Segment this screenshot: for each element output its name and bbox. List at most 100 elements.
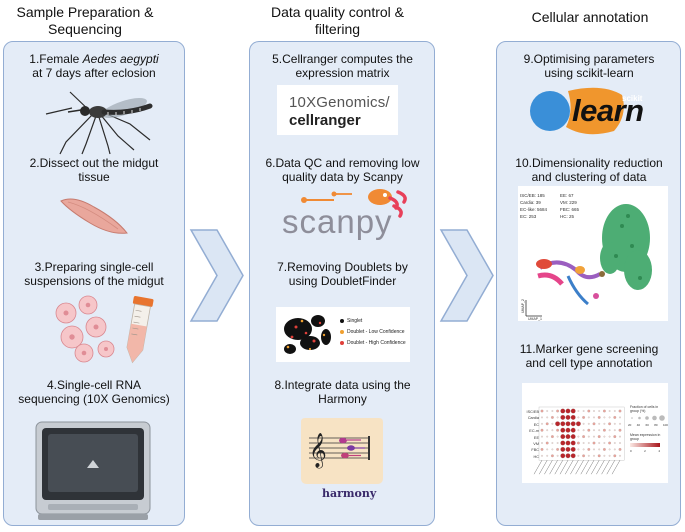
scikit-small-label: scikit — [622, 94, 643, 103]
color-legend-bar — [630, 443, 660, 447]
color-legend-ticks: 0 2 4 — [630, 449, 660, 453]
dotplot-dot — [570, 427, 576, 433]
step-2-text: 2.Dissect out the midgut tissue — [8, 156, 180, 184]
dotplot-dot — [593, 416, 595, 419]
dotplot-dot — [577, 429, 580, 432]
species-name: Aedes aegypti — [82, 52, 159, 66]
dotplot-dot — [608, 410, 611, 412]
dotplot-dot — [570, 415, 576, 420]
dotplot-dot — [597, 416, 601, 419]
dotplot-dot — [565, 440, 571, 446]
color-tick: 0 — [630, 449, 632, 453]
column-title-qc: Data quality control & filtering — [250, 4, 425, 38]
harmony-wordmark: harmony — [322, 487, 377, 500]
step-7-line1: 7.Removing Doublets by — [277, 260, 408, 274]
dotplot-dot — [541, 454, 543, 457]
dotplot-dot — [613, 422, 616, 425]
dotplot-dot — [541, 416, 543, 419]
doublet-legend-low: Doublet - Low Confidence — [347, 329, 405, 335]
dotplot-dot — [577, 410, 580, 412]
scikit-learn-logo-icon — [530, 87, 624, 135]
column-title-sample-prep: Sample Preparation & Sequencing — [0, 4, 170, 38]
dotplot-dot — [582, 454, 585, 458]
dotplot-dot — [560, 453, 566, 459]
doublet-legend-singlet: Singlet — [347, 318, 363, 324]
dotplot-dot — [556, 447, 559, 451]
step-4-line1: 4.Single-cell RNA — [46, 378, 142, 392]
cellranger-logo: 10XGenomics/ cellranger — [277, 85, 398, 135]
column-title-line2: filtering — [314, 21, 361, 37]
dotplot-dot — [565, 453, 571, 459]
dotplot-dot — [587, 428, 591, 432]
midgut-tissue-icon — [60, 198, 128, 234]
dotplot-dot — [602, 447, 606, 451]
scanpy-logo-icon — [301, 189, 407, 218]
dotplot-dot — [598, 410, 601, 412]
dotplot-dot — [540, 428, 544, 432]
dotplot-dot — [619, 416, 621, 419]
dotplot-dot — [545, 441, 549, 445]
umap-legend-item: EC: 253 — [520, 214, 537, 219]
dotplot-dot — [556, 454, 559, 457]
step-5-text: 5.Cellranger computes the expression mat… — [255, 52, 430, 80]
dotplot-dot — [556, 435, 559, 438]
dotplot-dot — [598, 448, 601, 451]
dotplot-dot — [570, 408, 576, 414]
dotplot-dot — [593, 410, 595, 412]
dotplot-dot — [602, 409, 606, 413]
dotplot-dot — [593, 454, 595, 457]
dotplot-dot — [541, 422, 543, 425]
dotplot-row-label: VM — [533, 442, 539, 447]
dotplot-dot — [613, 410, 616, 412]
dotplot-dot — [587, 447, 591, 451]
dotplot-gene-label-mark — [580, 460, 590, 475]
dotplot-dot — [619, 454, 621, 457]
dotplot-dot — [597, 435, 601, 438]
dotplot-dot — [551, 454, 554, 458]
step-6-text: 6.Data QC and removing low quality data … — [255, 156, 430, 184]
dotplot-dot — [546, 416, 549, 419]
size-tick: 40 — [636, 423, 641, 427]
cell-suspension-icon — [55, 295, 154, 364]
step-9-line1: 9.Optimising parameters — [523, 52, 655, 66]
dotplot-dot — [608, 422, 611, 426]
step-7-text: 7.Removing Doublets by using DoubletFind… — [255, 260, 430, 288]
dotplot-dot — [593, 429, 595, 432]
step-3-line1: 3.Preparing single-cell — [34, 260, 154, 274]
dotplot-dot — [582, 416, 585, 419]
size-tick: 80 — [654, 423, 658, 427]
dotplot-row-label: Cardia — [527, 416, 539, 421]
dotplot-row-label: ISC/EB — [526, 410, 539, 414]
dotplot-dot — [546, 448, 549, 451]
dotplot-dot — [582, 429, 585, 432]
dotplot-dot — [560, 440, 566, 446]
dotplot-dot — [551, 448, 554, 451]
color-legend-title: Mean expression in group — [630, 433, 661, 441]
dotplot-gene-label-mark — [601, 460, 610, 475]
dotplot-gene-label-mark — [590, 460, 600, 475]
cellranger-logo-line1: 10XGenomics/ — [289, 94, 390, 111]
dotplot-dot — [603, 416, 606, 419]
dotplot-dot — [546, 429, 549, 432]
dotplot-gene-label-mark — [611, 460, 621, 475]
dotplot-dot — [576, 421, 581, 427]
dotplot-frame — [538, 406, 625, 461]
dotplot-dot — [560, 415, 566, 420]
dotplot-gene-label-mark — [596, 460, 605, 475]
dotplot-dot — [618, 409, 622, 413]
dotplot-dot — [565, 421, 571, 427]
dotplot-dot — [551, 410, 554, 412]
step-1-line2: at 7 days after eclosion — [32, 66, 156, 80]
umap-legend-item: ISC/EB: 185 — [520, 193, 545, 198]
dotplot-dot — [587, 442, 590, 444]
dotplot-row-label: HC — [533, 454, 539, 459]
dotplot-dot — [593, 435, 595, 438]
dotplot-dot — [613, 442, 616, 444]
dotplot-row-label: FBC — [531, 448, 539, 453]
dotplot-gene-label-mark — [549, 460, 558, 475]
dotplot-dot — [613, 429, 616, 432]
dotplot-row-label: EE — [533, 435, 539, 440]
dotplot-dot — [570, 434, 576, 439]
learn-wordmark: learn — [572, 93, 644, 128]
